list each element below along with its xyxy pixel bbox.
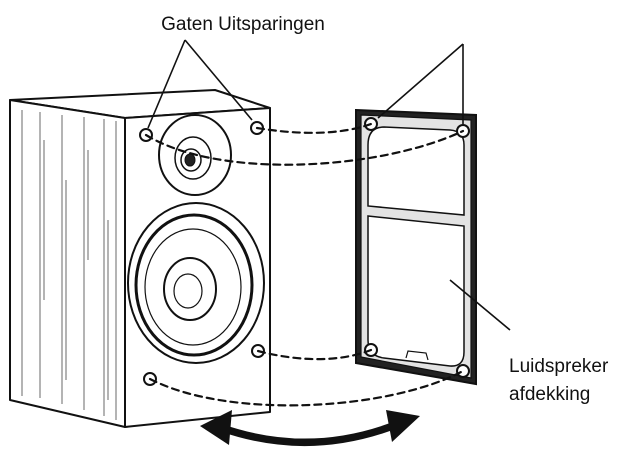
peg-bottom-right xyxy=(456,364,470,378)
arrowhead-left xyxy=(200,410,232,445)
arrowhead-right xyxy=(386,410,420,442)
dash-top-left xyxy=(144,129,465,166)
grille-tab xyxy=(405,350,429,361)
grille-lower-panel xyxy=(367,215,465,367)
tweeter xyxy=(158,114,232,196)
dash-bottom-right xyxy=(256,348,373,361)
speaker-grille-cover xyxy=(355,108,477,386)
leader-lines xyxy=(147,39,511,331)
rotation-arrow xyxy=(200,410,420,447)
holes-recesses-label: Gaten Uitsparingen xyxy=(161,14,325,35)
woofer xyxy=(127,202,265,364)
cabinet-side-texture xyxy=(21,110,117,420)
grille-pegs xyxy=(364,117,470,378)
dash-bottom-left xyxy=(148,369,465,407)
leader-to-cover xyxy=(449,279,511,331)
leader-to-hole-top-right xyxy=(184,39,253,121)
cover-label-line2: afdekking xyxy=(509,384,590,405)
alignment-dashes xyxy=(144,122,465,407)
cover-label-line1: Luidspreker xyxy=(509,356,609,377)
speaker-cabinet xyxy=(9,89,271,428)
leader-to-peg-top-left xyxy=(377,43,464,119)
grille-upper-panel xyxy=(367,126,465,216)
leader-to-hole-top-left xyxy=(147,39,186,129)
cabinet-front-face xyxy=(124,107,271,428)
dash-top-right xyxy=(255,122,373,134)
